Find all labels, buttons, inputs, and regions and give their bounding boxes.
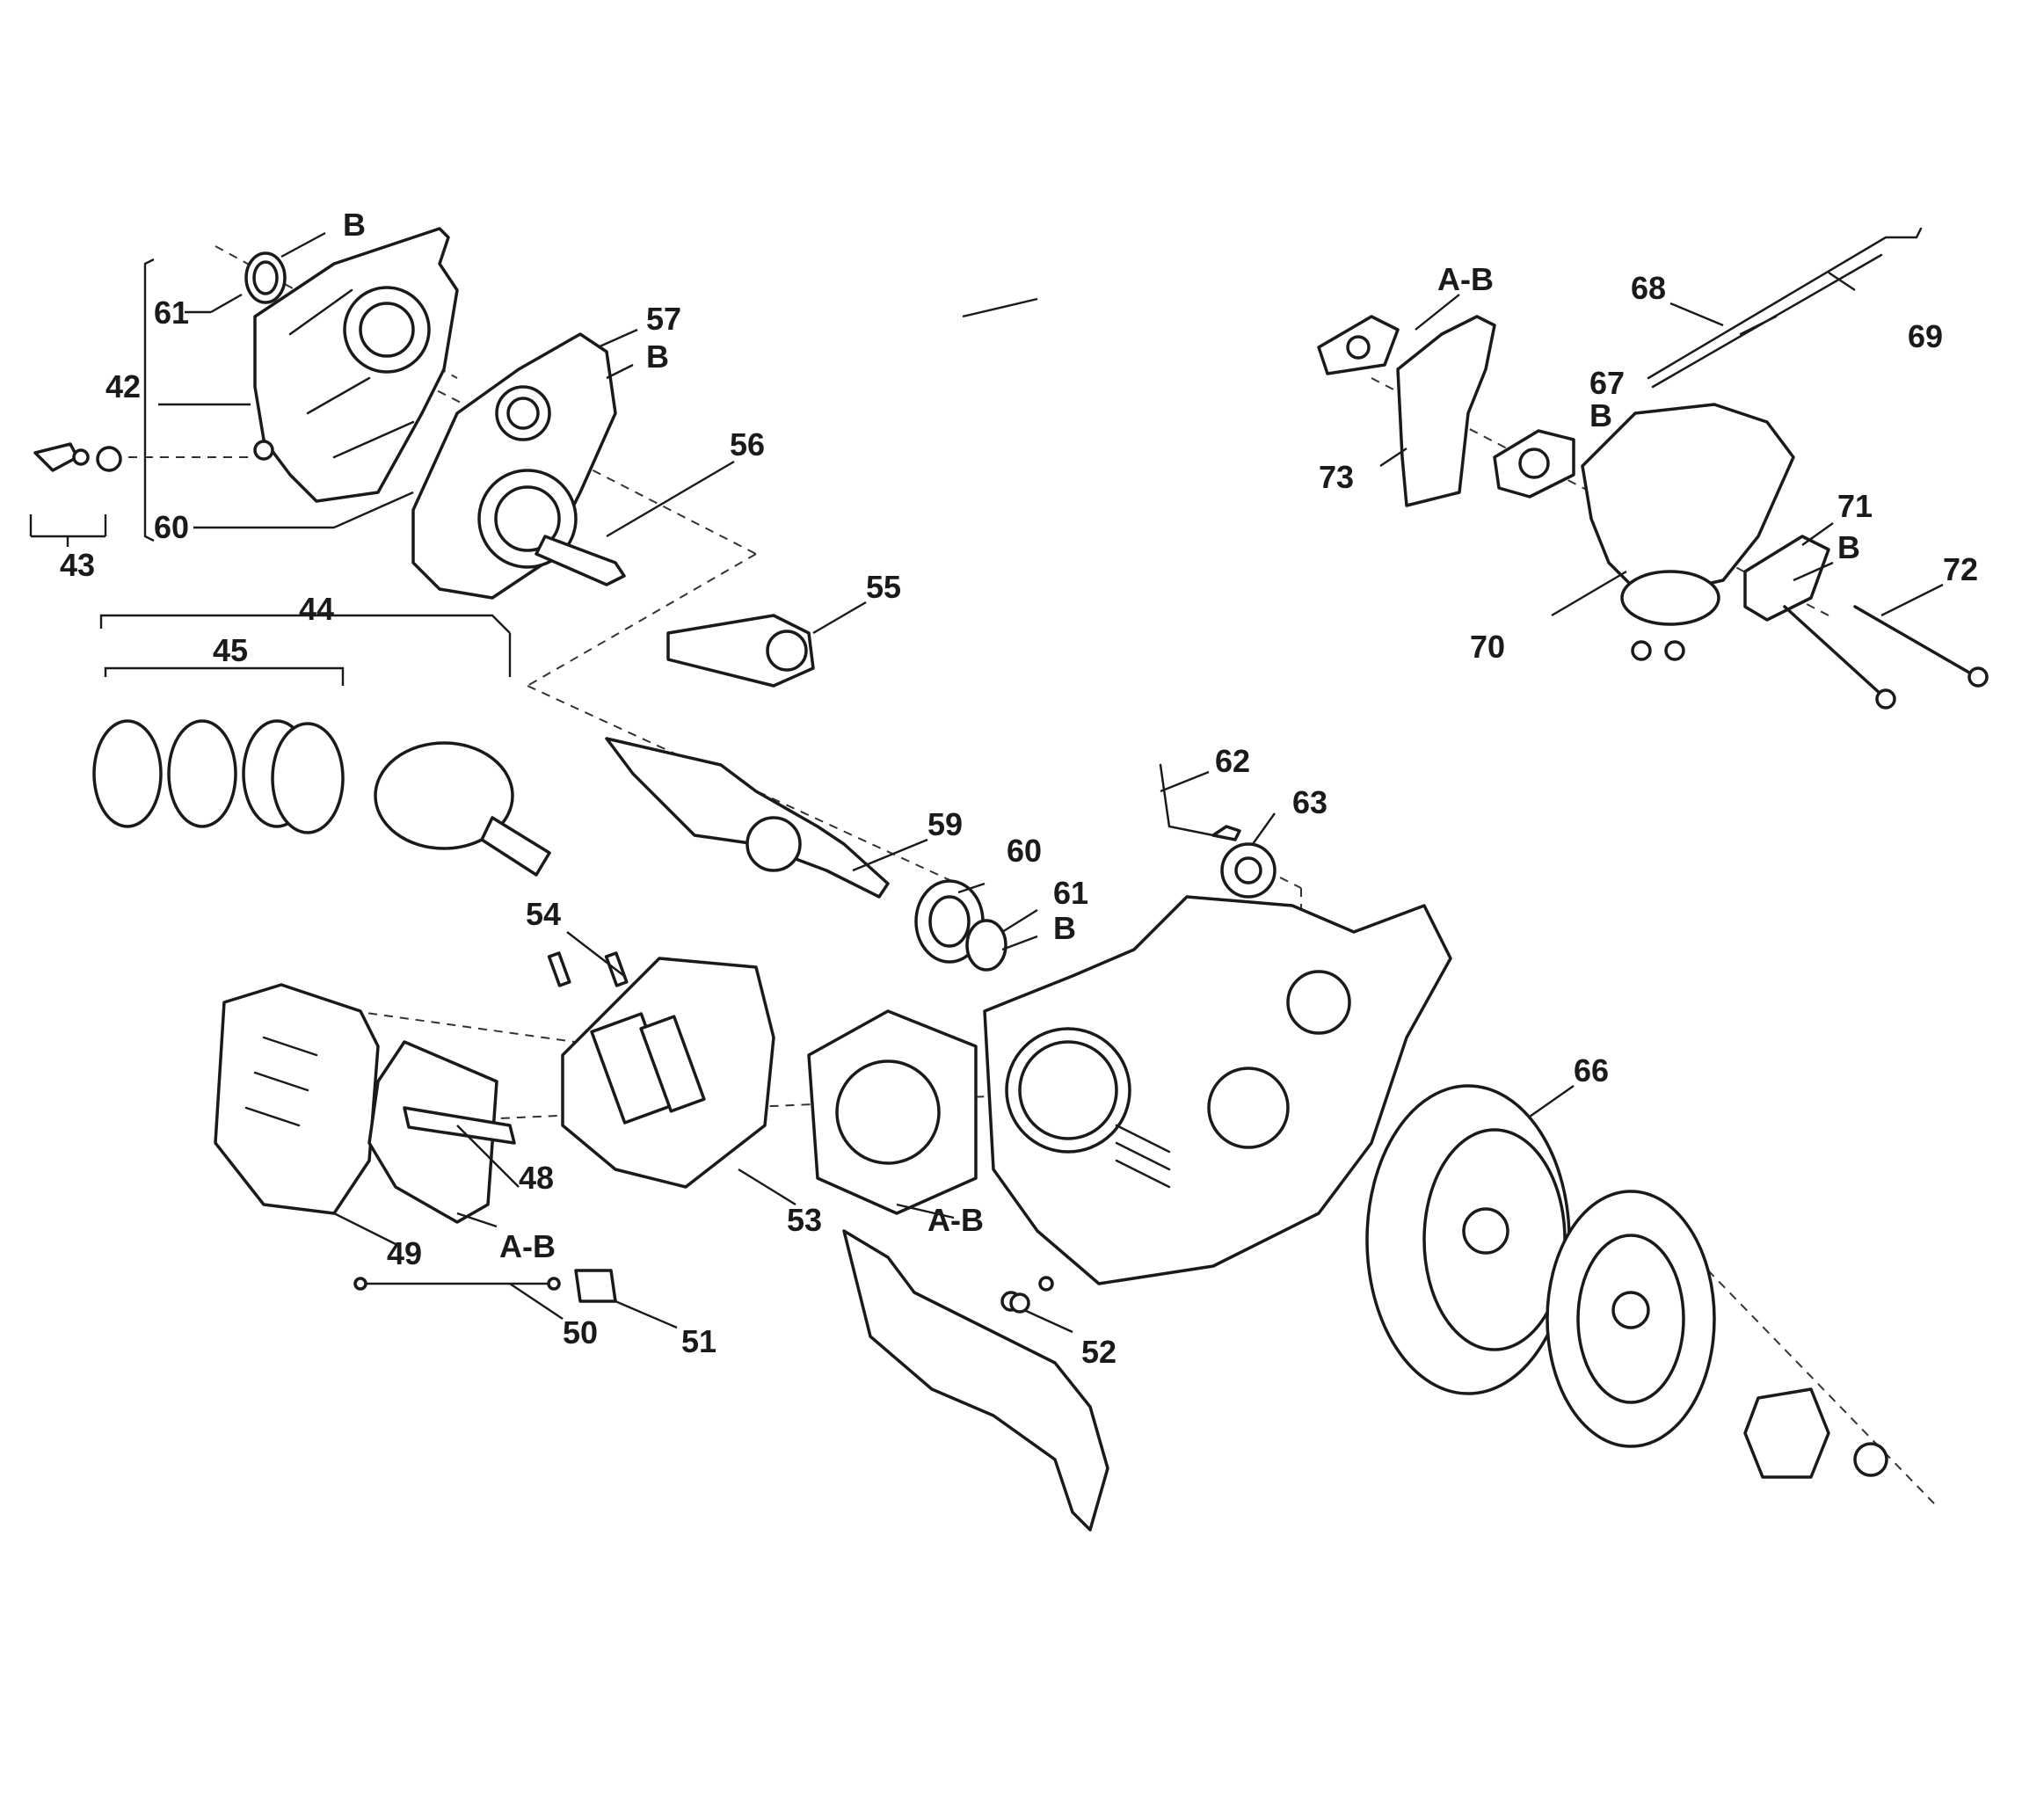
- carburetor-group: [1317, 227, 1989, 710]
- gasket-camshaft-group: [411, 332, 626, 600]
- label-69: 69: [1908, 318, 1943, 354]
- label-71: 71: [1837, 488, 1873, 524]
- label-A-B-cover: A-B: [499, 1228, 556, 1264]
- label-A-B-top: A-B: [1437, 261, 1494, 297]
- label-B-71: B: [1837, 529, 1860, 565]
- conrod-crankshaft-group: [605, 614, 1007, 972]
- label-70: 70: [1470, 629, 1505, 665]
- label-44: 44: [299, 591, 334, 627]
- label-59: 59: [927, 806, 963, 842]
- label-66: 66: [1574, 1052, 1609, 1088]
- label-49: 49: [387, 1235, 422, 1271]
- label-45: 45: [213, 632, 248, 668]
- label-B-61: B: [1053, 910, 1076, 946]
- label-60-mid: 60: [1007, 833, 1042, 869]
- label-43: 43: [60, 547, 95, 583]
- callout-labels: B 61 42 60 43 57 B 56 44 45 55 59 60 61 …: [60, 207, 1978, 1370]
- leader-lines: [29, 231, 1944, 1334]
- label-61-top: 61: [154, 295, 189, 331]
- label-61-mid: 61: [1053, 875, 1088, 911]
- crankcase-cover-group: [33, 227, 459, 503]
- label-A-B-gasket: A-B: [927, 1202, 984, 1238]
- label-51: 51: [681, 1323, 716, 1359]
- label-68: 68: [1631, 270, 1666, 306]
- label-52: 52: [1081, 1334, 1116, 1370]
- flywheel-group: [1009, 1084, 1888, 1479]
- label-72: 72: [1943, 551, 1978, 587]
- label-B-57: B: [646, 339, 669, 375]
- label-42: 42: [105, 368, 141, 404]
- label-73: 73: [1319, 459, 1354, 495]
- label-63: 63: [1292, 784, 1327, 820]
- label-60-top: 60: [154, 509, 189, 545]
- label-57: 57: [646, 301, 681, 337]
- label-48: 48: [519, 1160, 554, 1196]
- label-56: 56: [730, 426, 765, 462]
- label-67: 67: [1589, 365, 1625, 401]
- label-62: 62: [1215, 743, 1250, 779]
- piston-rings-group: [92, 614, 551, 877]
- label-B-top: B: [343, 207, 366, 243]
- label-B-67: B: [1589, 397, 1612, 433]
- label-50: 50: [563, 1314, 598, 1350]
- label-53: 53: [787, 1202, 822, 1238]
- block-group: [807, 763, 1452, 1532]
- label-55: 55: [866, 569, 901, 605]
- cylinder-head-group: [214, 951, 775, 1303]
- label-54: 54: [526, 896, 561, 932]
